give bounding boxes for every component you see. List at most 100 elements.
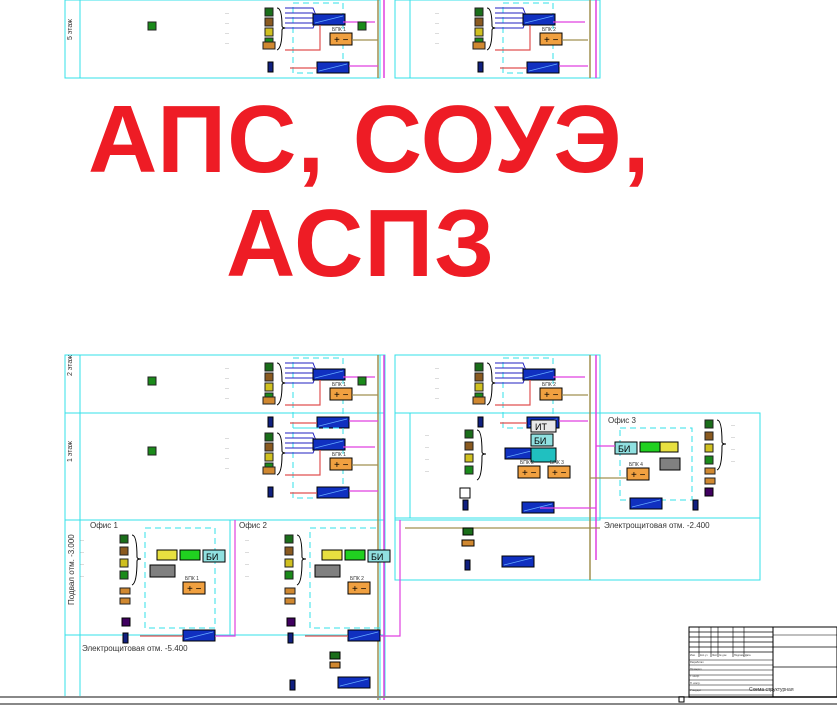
device-caption: — bbox=[225, 40, 229, 45]
power-supply-block bbox=[517, 465, 541, 479]
device-caption: — bbox=[225, 465, 229, 470]
power-supply-symbol: + − bbox=[544, 390, 559, 401]
title-block-header: Изм. bbox=[690, 654, 696, 657]
siren-icon bbox=[329, 661, 341, 669]
device-caption: — bbox=[425, 432, 429, 437]
controller-glyph bbox=[318, 63, 348, 72]
device-caption: — bbox=[80, 537, 84, 542]
smoke-detector-icon bbox=[147, 376, 157, 386]
siren-icon bbox=[262, 396, 276, 405]
power-supply-label: БПК 1 bbox=[332, 382, 346, 388]
siren-icon bbox=[461, 539, 475, 547]
device-caption: — bbox=[225, 10, 229, 15]
overlay-title-line2: АСПЗ bbox=[226, 190, 496, 297]
detector-icon bbox=[474, 382, 484, 392]
zone-frame bbox=[394, 517, 761, 581]
detector-icon bbox=[264, 442, 274, 452]
siren-icon bbox=[284, 587, 296, 595]
device-caption: — bbox=[435, 40, 439, 45]
manual-call-point-icon bbox=[477, 416, 484, 428]
zone-label-elec-room-2: Электрощитовая отм. -2.400 bbox=[604, 521, 710, 530]
device-caption: — bbox=[225, 435, 229, 440]
controller-glyph bbox=[349, 631, 379, 640]
sound-icon bbox=[704, 487, 714, 497]
bracket bbox=[276, 7, 287, 51]
power-supply-block bbox=[547, 465, 571, 479]
bi-label: БИ bbox=[371, 552, 383, 562]
bracket bbox=[486, 7, 497, 51]
detector-icon bbox=[474, 27, 484, 37]
zone-frame bbox=[64, 519, 231, 636]
zone-label-basement: Подвал отм. -3.000 bbox=[67, 534, 76, 605]
zone-label-elec-room-1: Электрощитовая отм. -5.400 bbox=[82, 644, 188, 653]
manual-call-point-icon bbox=[462, 499, 469, 511]
manual-call-point-icon bbox=[122, 632, 129, 644]
device-caption: — bbox=[225, 365, 229, 370]
relay-block bbox=[321, 549, 343, 561]
bracket bbox=[131, 534, 142, 586]
siren-icon bbox=[262, 466, 276, 475]
power-supply-label: БПК 2 bbox=[542, 27, 556, 33]
controller-glyph bbox=[318, 418, 348, 427]
title-block-header: Кол.уч bbox=[700, 654, 708, 657]
device-caption: — bbox=[731, 446, 735, 451]
detector-icon bbox=[264, 17, 274, 27]
detector-icon bbox=[464, 429, 474, 439]
device-caption: — bbox=[425, 444, 429, 449]
power-supply-symbol: + − bbox=[552, 468, 567, 479]
power-supply-label: БПК 3 bbox=[550, 460, 564, 466]
device-caption: — bbox=[245, 549, 249, 554]
detector-icon bbox=[464, 441, 474, 451]
device-caption: — bbox=[435, 10, 439, 15]
zone-label-office1: Офис 1 bbox=[90, 521, 118, 530]
title-block-sheet-name: Схема структурная bbox=[749, 687, 794, 693]
smoke-detector-icon bbox=[357, 21, 367, 31]
siren-icon bbox=[119, 597, 131, 605]
power-supply-block bbox=[329, 32, 353, 46]
zone-frame bbox=[394, 354, 601, 414]
bracket bbox=[296, 534, 307, 586]
signal-wire bbox=[495, 17, 528, 24]
device-caption: — bbox=[245, 573, 249, 578]
detector-icon bbox=[704, 419, 714, 429]
power-supply-label: БПК 1 bbox=[332, 27, 346, 33]
device-caption: — bbox=[435, 395, 439, 400]
controller-glyph bbox=[523, 503, 553, 512]
controller-glyph bbox=[339, 678, 369, 687]
power-supply-label: БПК 1 bbox=[332, 452, 346, 458]
detector-icon bbox=[704, 443, 714, 453]
controller-glyph bbox=[314, 440, 344, 449]
power-supply-block bbox=[626, 467, 650, 481]
signal-wire bbox=[285, 437, 318, 444]
signal-wire bbox=[285, 442, 318, 449]
title-block bbox=[688, 626, 837, 698]
signal-wire bbox=[285, 372, 318, 379]
detector-icon bbox=[474, 362, 484, 372]
overlay-title-line1: АПС, СОУЭ, bbox=[88, 86, 651, 193]
device-caption: — bbox=[435, 30, 439, 35]
power-supply-symbol: + − bbox=[522, 468, 537, 479]
snap-marker bbox=[678, 696, 685, 703]
device-caption: — bbox=[225, 30, 229, 35]
device-caption: — bbox=[425, 468, 429, 473]
power-supply-symbol: + − bbox=[334, 35, 349, 46]
power-supply-block bbox=[329, 387, 353, 401]
title-block-row-label: Разработал bbox=[690, 661, 704, 664]
power-supply-symbol: + − bbox=[544, 35, 559, 46]
device-caption: — bbox=[80, 549, 84, 554]
detector-icon bbox=[464, 465, 474, 475]
controller-glyph bbox=[503, 557, 533, 566]
power-supply-symbol: + − bbox=[631, 470, 646, 481]
zone-frame bbox=[64, 0, 381, 79]
bi-label: БИ bbox=[206, 552, 218, 562]
title-block-header: Лист bbox=[712, 654, 718, 657]
controller-glyph bbox=[184, 631, 214, 640]
controller-glyph bbox=[631, 499, 661, 508]
power-supply-block bbox=[347, 581, 371, 595]
detector-icon bbox=[474, 17, 484, 27]
detector-icon bbox=[284, 534, 294, 544]
power-wire bbox=[215, 520, 236, 637]
signal-wire bbox=[495, 372, 528, 379]
detector-icon bbox=[264, 452, 274, 462]
